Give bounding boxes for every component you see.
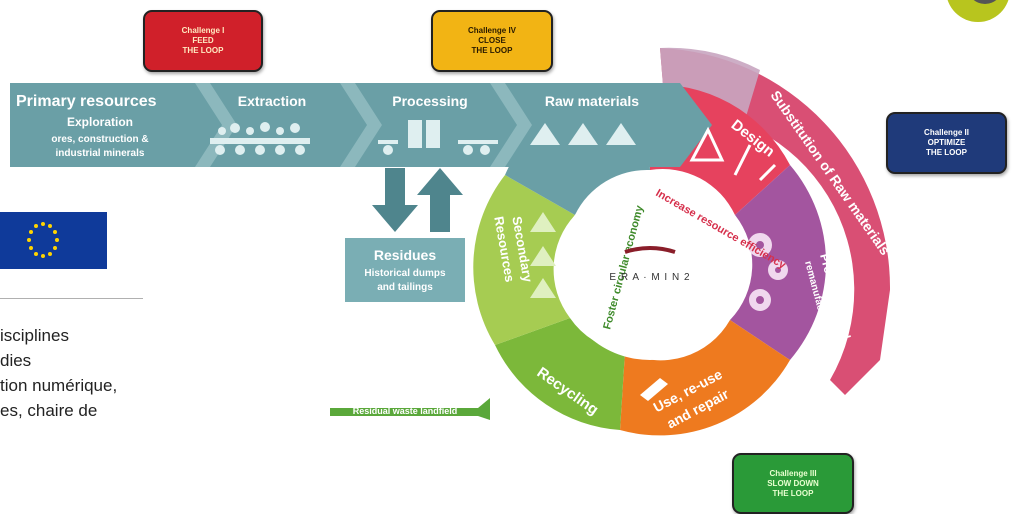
residual-waste-label: Residual waste landfield (353, 406, 458, 416)
challenge-2-line3: THE LOOP (926, 148, 967, 157)
left-text-line-1: isciplines (0, 326, 69, 345)
eramin2-swoosh-icon (624, 246, 676, 254)
residues-sub-2: and tailings (377, 282, 433, 293)
challenge-3-line2: SLOW DOWN (767, 478, 819, 488)
eu-stars-icon (27, 222, 59, 258)
exploration-sub-1: ores, construction & (51, 134, 148, 145)
exploration-label: Exploration (67, 115, 133, 129)
challenge-4-title: Challenge IV (467, 26, 516, 35)
challenge-2-line2: OPTIMIZE (927, 138, 966, 147)
extraction-pictogram-icon (210, 122, 310, 155)
challenge-1-box: Challenge I FEED THE LOOP (143, 10, 263, 72)
residues-box (345, 238, 465, 302)
challenge-3-box: Challenge III SLOW DOWN THE LOOP (732, 453, 854, 514)
chain-separator-3 (490, 83, 532, 167)
chain-separator-2 (340, 83, 382, 167)
challenge-4-line2: CLOSE (478, 36, 506, 45)
processing-pictogram-icon (378, 120, 498, 155)
raw-materials-label: Raw materials (545, 93, 639, 109)
wrench-icon (640, 378, 668, 401)
corner-logo-inner-icon (973, 0, 997, 4)
left-text-line-4: es, chaire de (0, 401, 98, 420)
divider-line (0, 298, 143, 299)
use-segment (620, 320, 790, 436)
value-chain-arrow (10, 83, 712, 167)
extraction-label: Extraction (238, 93, 306, 109)
left-text-line-3: tion numérique, (0, 376, 118, 395)
down-arrow-residues-icon (372, 168, 418, 232)
eramin2-logo: E R A · M I N 2 (609, 246, 690, 283)
left-text-line-2: dies (0, 351, 32, 370)
challenge-1-title: Challenge I (181, 26, 225, 35)
recycling-segment (495, 318, 625, 430)
corner-logo-icon (947, 0, 1009, 22)
exploration-sub-2: industrial minerals (56, 148, 145, 159)
substitution-ring (660, 48, 891, 395)
waste-arrow-icon (330, 398, 490, 420)
challenge-3-title: Challenge III (769, 468, 817, 478)
challenge-2-box: Challenge II OPTIMIZE THE LOOP (886, 112, 1007, 174)
processing-label: Processing (392, 93, 467, 109)
challenge-3-line3: THE LOOP (772, 488, 814, 498)
secondary-segment (473, 175, 575, 345)
challenge-4-box: Challenge IV CLOSE THE LOOP (431, 10, 553, 72)
residues-sub-1: Historical dumps (364, 268, 446, 279)
raw-materials-pictogram-icon (530, 123, 636, 145)
challenge-4-line3: THE LOOP (471, 46, 513, 55)
eramin2-text: E R A · M I N 2 (609, 272, 690, 283)
residues-title: Residues (374, 247, 436, 263)
primary-resources-label: Primary resources (16, 93, 157, 110)
eu-flag-logo (0, 212, 107, 269)
inner-circle (558, 176, 742, 360)
secondary-triangles-icon (530, 212, 556, 298)
challenge-1-line2: FEED (192, 36, 214, 45)
design-tools-icon (689, 126, 777, 182)
challenge-2-title: Challenge II (924, 128, 969, 137)
up-arrow-residues-icon (417, 168, 463, 232)
challenge-1-line3: THE LOOP (182, 46, 224, 55)
